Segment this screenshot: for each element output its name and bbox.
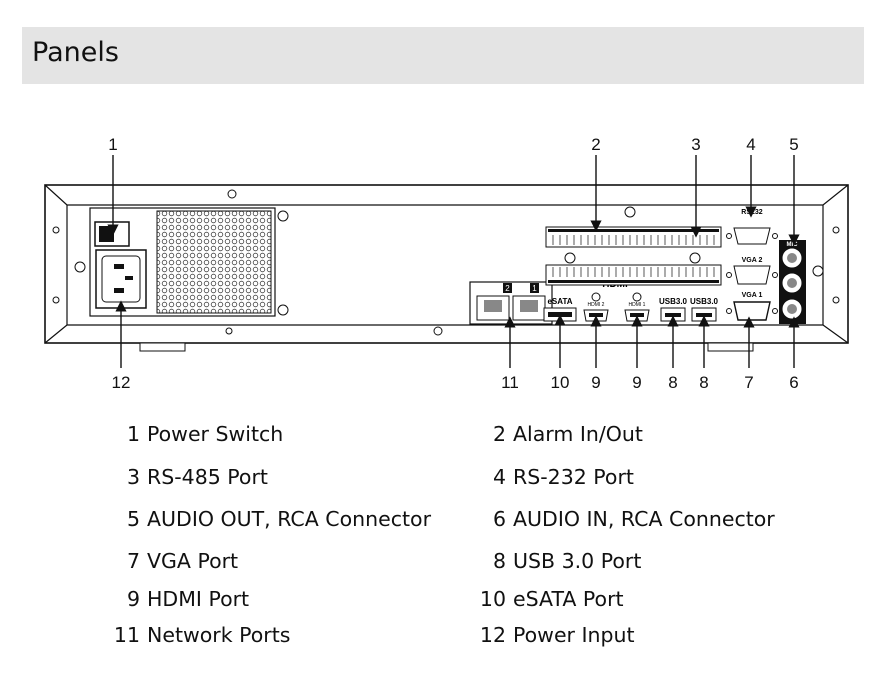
legend-number: 2 [492,422,506,446]
callout-bottom-8b: 8 [699,373,708,392]
screw-icon [74,261,86,273]
legend-number: 5 [126,507,140,531]
section-title: Panels [32,37,119,68]
legend-label: Network Ports [147,623,291,647]
legend-item: 7 VGA Port [113,549,238,573]
vga-1-port: VGA 1 [726,292,778,321]
callout-top-3: 3 [691,135,700,154]
power-switch-icon [94,221,130,247]
esata-label: eSATA [547,297,572,306]
callout-bottom-8a: 8 [668,373,677,392]
legend-item: 6 AUDIO IN, RCA Connector [479,507,775,531]
lan-1-label: 1 [532,284,537,293]
power-supply-module [89,207,276,317]
screw-icon [812,265,824,277]
screw-icon [433,326,443,336]
legend-label: Power Input [513,623,635,647]
screw-icon [277,304,289,316]
legend-item: 3 RS-485 Port [113,465,268,489]
screw-icon [277,210,289,222]
legend-number: 12 [479,623,506,647]
legend-label: Alarm In/Out [513,422,643,446]
legend-label: RS-485 Port [147,465,268,489]
usb3-a-label: USB3.0 [659,297,688,306]
legend-label: AUDIO IN, RCA Connector [513,507,775,531]
legend-item: 11 Network Ports [113,623,291,647]
legend-number: 3 [126,465,140,489]
legend-label: RS-232 Port [513,465,634,489]
lan-2-label: 2 [505,284,510,293]
vga-2-label: VGA 2 [742,257,763,264]
network-ports: 2 1 [469,281,553,325]
legend-number: 6 [492,507,506,531]
callout-bottom-11: 11 [501,373,519,392]
power-input-socket-icon [95,249,147,309]
rs232-label: RS232 [741,209,763,216]
legend-number: 8 [492,549,506,573]
usb3-b-label: USB3.0 [690,297,719,306]
legend-label: USB 3.0 Port [513,549,642,573]
legend-number: 7 [126,549,140,573]
audio-rca-ports: MIC [779,240,806,324]
callout-top-4: 4 [746,135,755,154]
legend-item: 8 USB 3.0 Port [479,549,641,573]
legend-number: 11 [113,623,140,647]
legend-label: eSATA Port [513,587,624,611]
callout-bottom-9a: 9 [591,373,600,392]
legend-label: AUDIO OUT, RCA Connector [147,507,432,531]
esata-port: eSATA [543,297,577,322]
legend-label: HDMI Port [147,587,250,611]
legend-item: 9 HDMI Port [113,587,249,611]
legend-item: 12 Power Input [479,623,635,647]
callout-bottom-10: 10 [551,373,570,392]
legend-label: VGA Port [147,549,239,573]
hdmi-2-label: HDMI 2 [588,302,605,308]
legend-number: 9 [126,587,140,611]
legend-item: 10 eSATA Port [479,587,624,611]
legend-item: 5 AUDIO OUT, RCA Connector [113,507,431,531]
callout-top-5: 5 [789,135,798,154]
legend-number: 10 [479,587,506,611]
section-header-bar: Panels [22,27,864,84]
vga-1-label: VGA 1 [742,292,763,299]
callout-top-2: 2 [591,135,600,154]
callout-bottom-12: 12 [112,373,131,392]
legend-item: 1 Power Switch [113,422,283,446]
callout-bottom-6: 6 [789,373,798,392]
callout-top-1: 1 [108,135,117,154]
screw-icon [227,189,237,199]
callout-bottom-9b: 9 [632,373,641,392]
usb3-ports: USB3.0 USB3.0 [659,297,719,322]
callout-bottom-7: 7 [744,373,753,392]
alarm-io-terminal [545,226,722,286]
legend-number: 4 [492,465,506,489]
vga-2-port: VGA 2 [726,257,778,285]
hdmi-1-label: HDMI 1 [629,302,646,308]
legend-label: Power Switch [147,422,284,446]
legend-item: 2 Alarm In/Out [479,422,643,446]
mic-label: MIC [787,242,799,248]
legend-item: 4 RS-232 Port [479,465,634,489]
legend-number: 1 [126,422,140,446]
